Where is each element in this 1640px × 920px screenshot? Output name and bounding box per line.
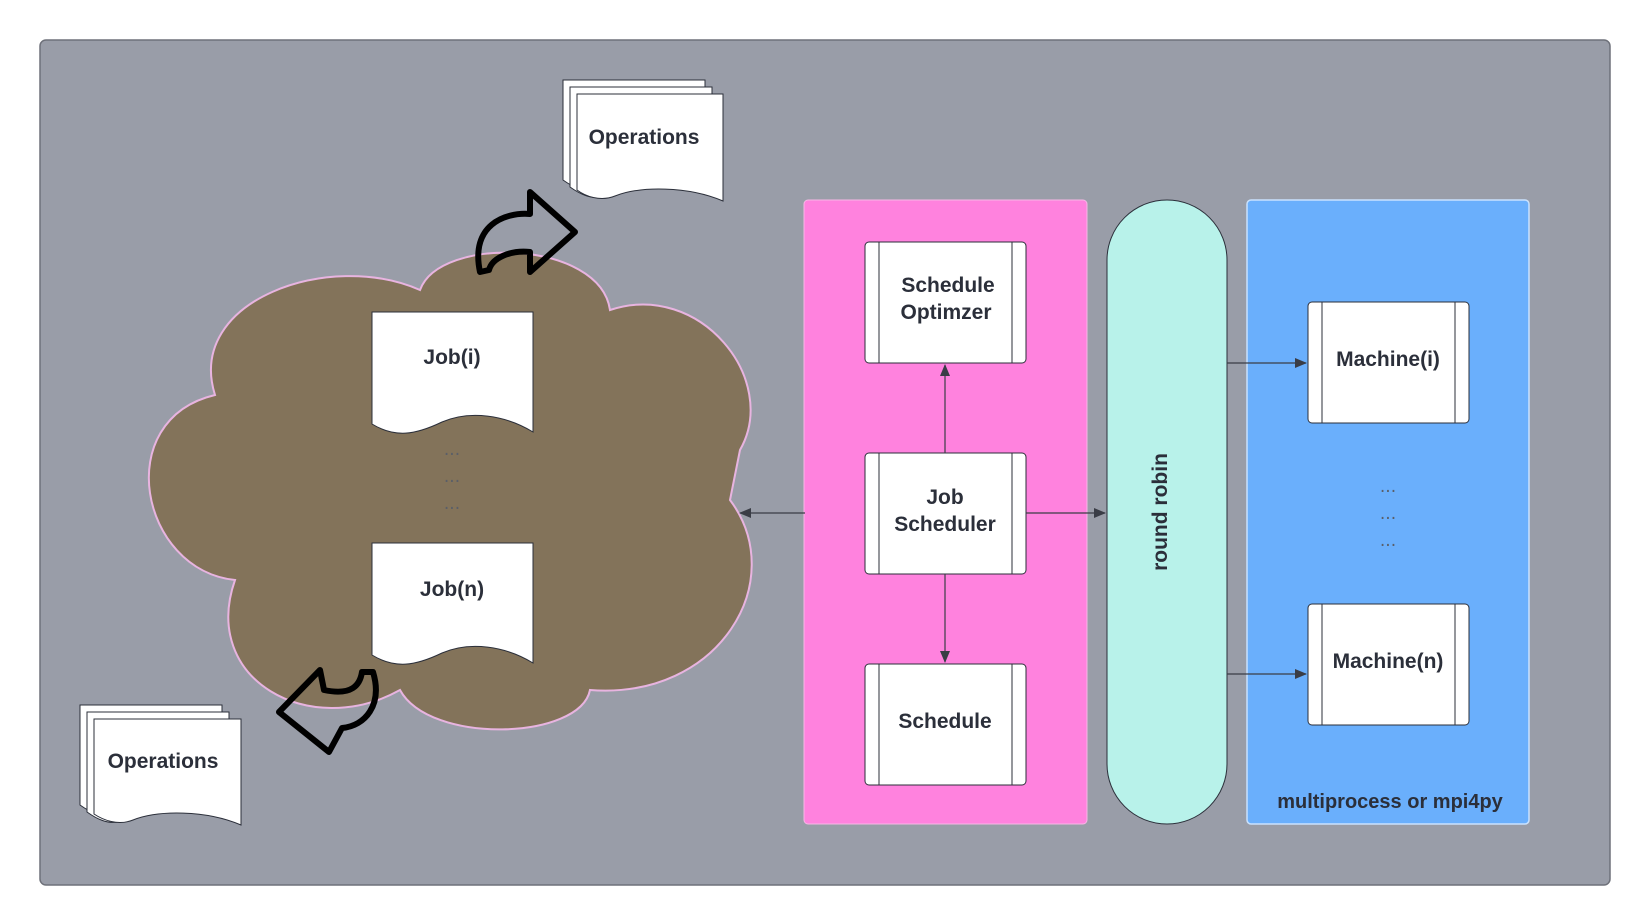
job-ellipsis-1: ... (444, 440, 460, 460)
job-ellipsis-3: ... (444, 494, 460, 514)
operations-top-label: Operations (589, 126, 700, 149)
machine-i-box: Machine(i) (1307, 301, 1470, 424)
round-robin-label: round robin (1149, 453, 1172, 571)
machine-ellipsis-1: ... (1380, 477, 1396, 497)
job-pool-cloud (147, 251, 753, 731)
schedule-optimizer-label-line2: Optimzer (900, 301, 991, 324)
curved-arrow-out-icon (475, 189, 578, 275)
machine-ellipsis-2: ... (1380, 504, 1396, 524)
machine-i-label: Machine(i) (1336, 348, 1440, 371)
job-ellipsis-2: ... (444, 467, 460, 487)
machine-n-box: Machine(n) (1307, 603, 1470, 726)
schedule-box: Schedule (864, 663, 1027, 786)
job-i-label: Job(i) (423, 346, 480, 369)
job-scheduler-label-line1: Job (926, 486, 963, 509)
machine-ellipsis-3: ... (1380, 531, 1396, 551)
job-n-label: Job(n) (420, 578, 484, 601)
schedule-label: Schedule (898, 710, 991, 733)
round-robin-lane: round robin (1106, 199, 1228, 825)
machine-n-label: Machine(n) (1333, 650, 1444, 673)
job-scheduler-box: Job Scheduler (864, 452, 1027, 575)
curved-arrow-in-icon (276, 667, 379, 755)
schedule-optimizer-label-line1: Schedule (901, 274, 994, 297)
operations-document-top: Operations (562, 79, 724, 202)
machines-panel-label: multiprocess or mpi4py (1277, 791, 1503, 813)
job-i-document: Job(i) (371, 311, 534, 434)
job-scheduler-label-line2: Scheduler (894, 513, 996, 536)
operations-bottom-label: Operations (108, 750, 219, 773)
job-n-document: Job(n) (371, 542, 534, 665)
operations-document-bottom: Operations (79, 704, 242, 826)
schedule-optimizer-box: Schedule Optimzer (864, 241, 1027, 364)
